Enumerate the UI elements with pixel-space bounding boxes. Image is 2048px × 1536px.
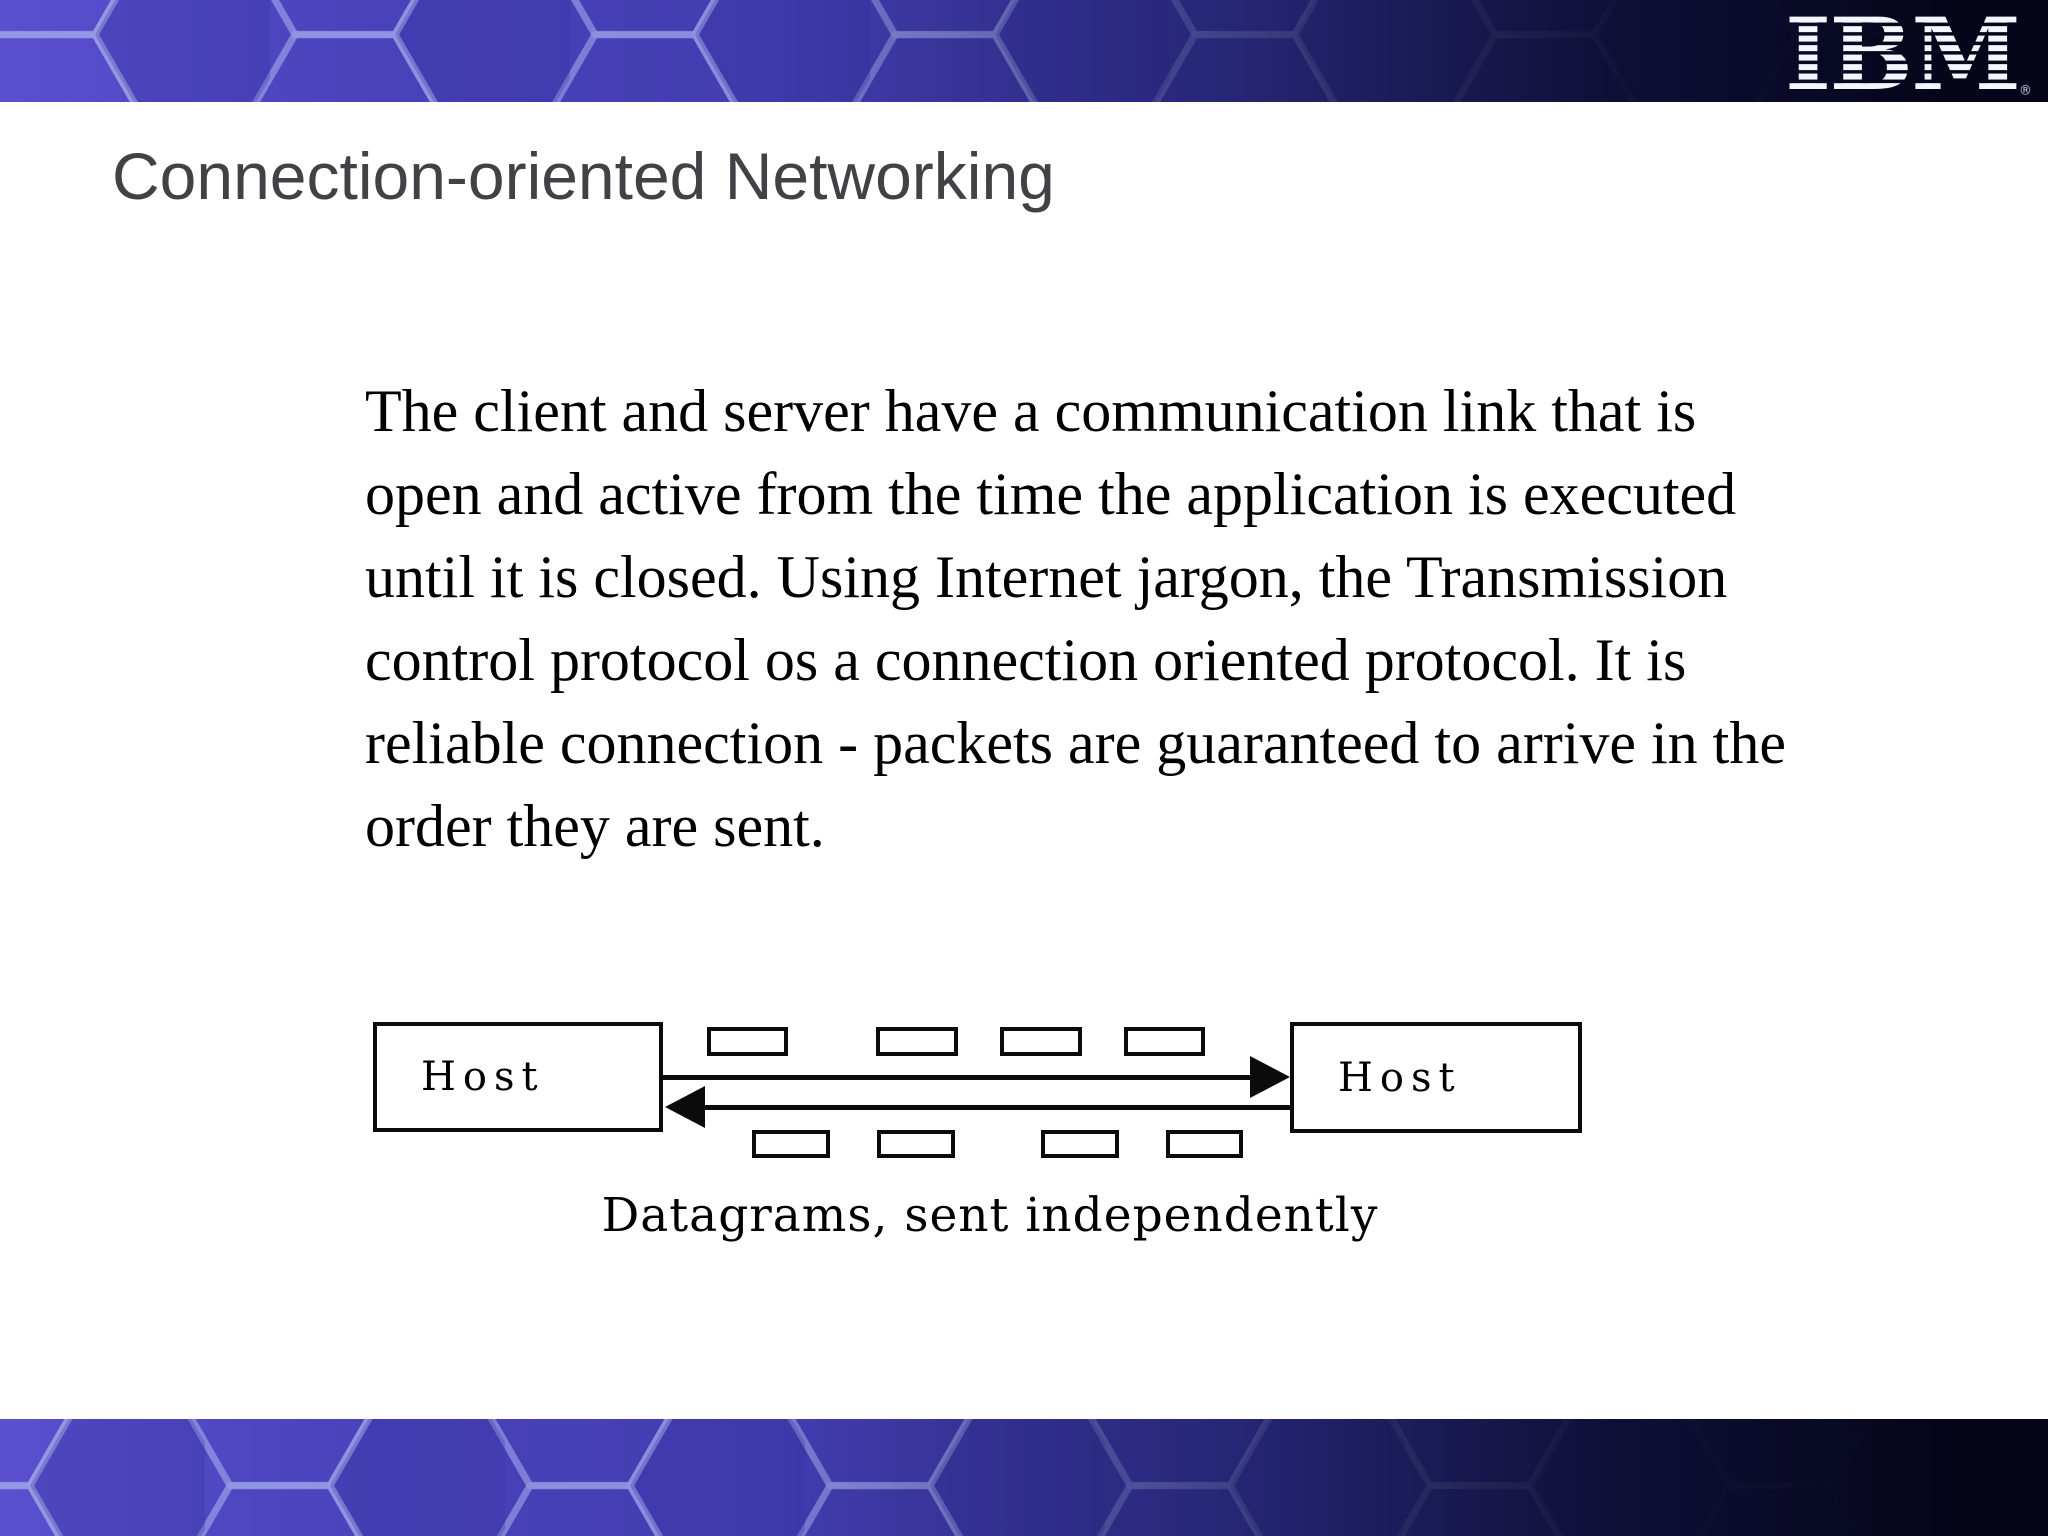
header-banner: IBM ® [0, 0, 2048, 102]
datagram-rect [707, 1027, 788, 1056]
arrow-right-line [663, 1075, 1253, 1080]
header-fade-gradient [0, 0, 2048, 102]
ibm-logo-letters: IBM [1787, 4, 2019, 99]
host-box-right: Host [1290, 1022, 1582, 1133]
datagram-rect [1124, 1027, 1205, 1056]
slide-title: Connection-oriented Networking [112, 139, 1055, 213]
datagram-rect [1000, 1027, 1082, 1056]
host-label-left: Host [421, 1054, 545, 1100]
ibm-logo: IBM ® [1787, 4, 2032, 99]
footer-banner [0, 1419, 2048, 1536]
footer-fade-gradient [0, 1419, 2048, 1536]
registered-mark: ® [2019, 84, 2032, 99]
datagram-rect [1166, 1130, 1243, 1158]
host-box-left: Host [373, 1022, 663, 1132]
datagram-rect [876, 1027, 958, 1056]
datagram-rect [752, 1130, 830, 1158]
diagram-caption: Datagrams, sent independently [601, 1188, 1379, 1243]
arrow-left-line [705, 1105, 1290, 1110]
body-text: The client and server have a communicati… [365, 378, 1786, 859]
datagram-rect [1041, 1130, 1119, 1158]
arrow-left-head [665, 1086, 705, 1128]
datagram-rect [877, 1130, 955, 1158]
arrow-right-head [1250, 1056, 1290, 1098]
host-label-right: Host [1338, 1054, 1462, 1101]
